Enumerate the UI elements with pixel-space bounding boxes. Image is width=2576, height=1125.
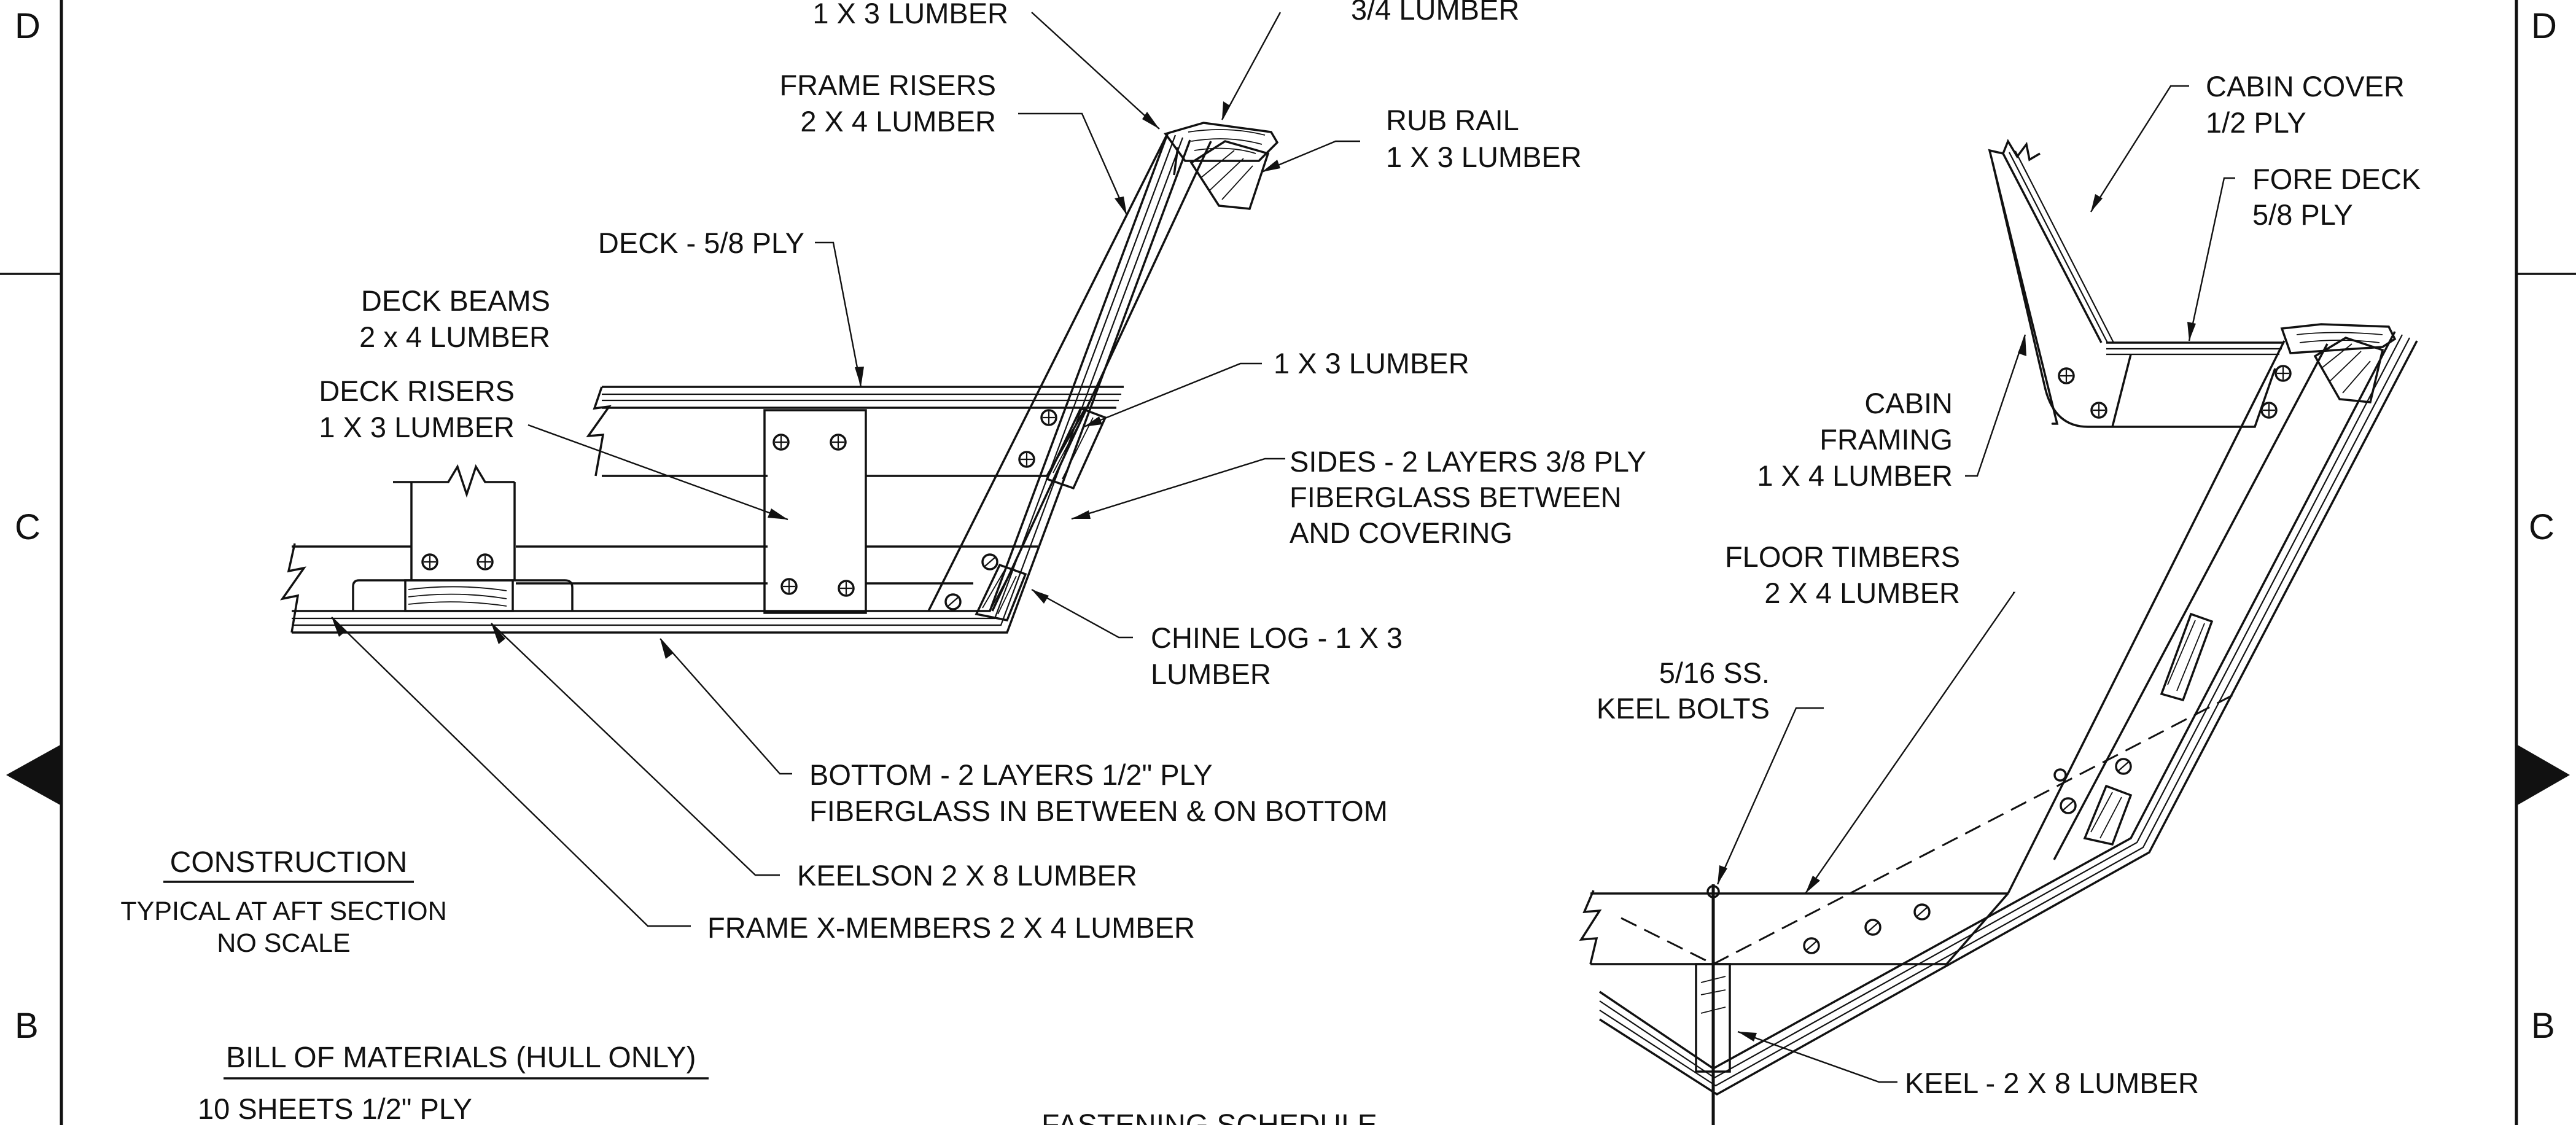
callout-keel: KEEL - 2 X 8 LUMBER <box>1905 1067 2199 1099</box>
fastener-screws-aft <box>421 409 1057 610</box>
bill-of-materials-item-1: 10 SHEETS 1/2" PLY <box>198 1092 472 1125</box>
callout-rub-rail-title: RUB RAIL <box>1386 104 1519 136</box>
callout-deck: DECK - 5/8 PLY <box>598 227 804 259</box>
fastener-screws-fore <box>1803 365 2292 954</box>
callout-sides-line1: SIDES - 2 LAYERS 3/8 PLY <box>1290 445 1646 478</box>
callout-cabin-framing-line1: CABIN <box>1864 387 1953 419</box>
callout-floor-timbers-size: 2 X 4 LUMBER <box>1764 577 1960 609</box>
construction-title: CONSTRUCTION <box>170 846 408 879</box>
callout-keel-bolts-title: KEEL BOLTS <box>1597 692 1770 725</box>
zone-label-b-left: B <box>15 1006 39 1046</box>
callout-mid-1x3-lumber: 1 X 3 LUMBER <box>1274 347 1469 380</box>
callout-keel-bolts-size: 5/16 SS. <box>1659 656 1770 689</box>
bill-of-materials-title: BILL OF MATERIALS (HULL ONLY) <box>226 1041 696 1074</box>
callout-deck-beams-size: 2 x 4 LUMBER <box>359 321 550 353</box>
callout-frame-risers-size: 2 X 4 LUMBER <box>800 105 996 138</box>
callout-frame-x-members: FRAME X-MEMBERS 2 X 4 LUMBER <box>707 911 1195 944</box>
callout-cabin-framing-line2: FRAMING <box>1819 423 1953 456</box>
zone-label-b-right: B <box>2531 1006 2555 1046</box>
leader-lines <box>331 12 2235 1083</box>
callout-deck-beams-title: DECK BEAMS <box>361 284 550 317</box>
callout-bottom-line2: FIBERGLASS IN BETWEEN & ON BOTTOM <box>809 795 1388 827</box>
callout-top-1x3-lumber: 1 X 3 LUMBER <box>812 0 1008 29</box>
callout-deck-risers-title: DECK RISERS <box>319 375 515 407</box>
callout-cabin-cover-size: 1/2 PLY <box>2206 106 2306 139</box>
callout-3-4-lumber: 3/4 LUMBER <box>1351 0 1519 26</box>
zone-label-c-right: C <box>2529 507 2555 547</box>
fore-section-drawing <box>1579 139 2418 1125</box>
callout-sides-line2: FIBERGLASS BETWEEN <box>1290 481 1622 513</box>
callout-cabin-framing-line3: 1 X 4 LUMBER <box>1757 459 1953 492</box>
callout-cabin-cover-title: CABIN COVER <box>2206 70 2405 103</box>
callout-chine-log-line1: CHINE LOG - 1 X 3 <box>1151 621 1403 654</box>
callout-keelson: KEELSON 2 X 8 LUMBER <box>797 859 1137 892</box>
callout-sides-line3: AND COVERING <box>1290 516 1512 549</box>
callout-frame-risers-title: FRAME RISERS <box>779 69 996 101</box>
callout-bottom-line1: BOTTOM - 2 LAYERS 1/2" PLY <box>809 758 1213 791</box>
callout-fore-deck-size: 5/8 PLY <box>2252 198 2353 231</box>
zone-label-d-right: D <box>2531 6 2557 46</box>
construction-subtitle-line1: TYPICAL AT AFT SECTION <box>120 897 446 926</box>
callout-deck-risers-size: 1 X 3 LUMBER <box>319 411 515 443</box>
fastening-schedule-title: FASTENING SCHEDULE <box>1041 1109 1377 1125</box>
callout-fore-deck-title: FORE DECK <box>2252 163 2421 195</box>
construction-subtitle-line2: NO SCALE <box>217 928 350 958</box>
callout-rub-rail-size: 1 X 3 LUMBER <box>1386 141 1582 173</box>
center-arrow-right <box>2516 744 2570 806</box>
zone-label-c-left: C <box>15 507 41 547</box>
callout-chine-log-line2: LUMBER <box>1151 658 1271 690</box>
center-arrow-left <box>6 744 61 806</box>
leader-arrowheads <box>332 101 2196 1041</box>
aft-section-drawing <box>280 122 1279 634</box>
callout-floor-timbers-title: FLOOR TIMBERS <box>1725 540 1960 573</box>
zone-label-d-left: D <box>15 6 41 46</box>
